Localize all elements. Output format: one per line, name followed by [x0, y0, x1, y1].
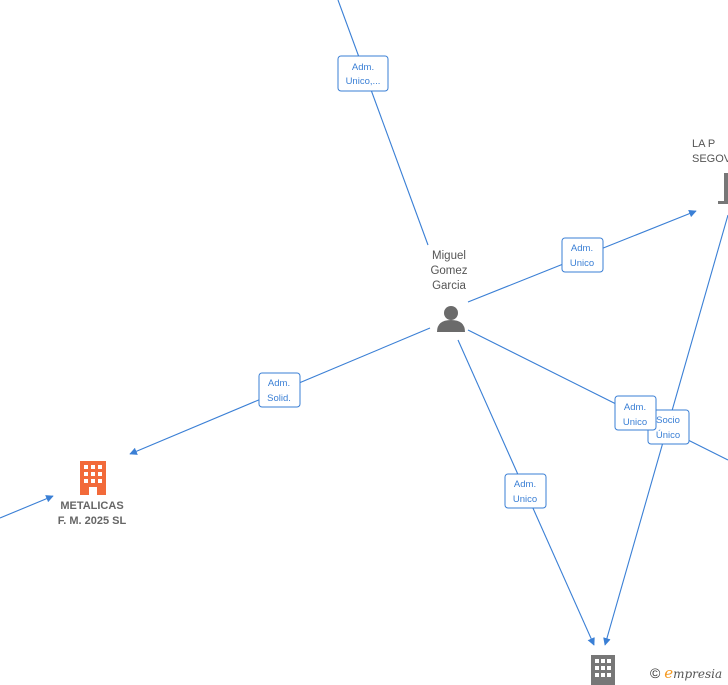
svg-text:Solid.: Solid. [267, 393, 291, 404]
edge-label-right: Adm. Unico [561, 237, 604, 273]
svg-text:Unico: Unico [570, 258, 594, 269]
copyright-symbol: © [650, 665, 661, 681]
building-icon[interactable] [718, 173, 728, 204]
person-icon[interactable] [437, 306, 465, 332]
svg-text:Adm.: Adm. [352, 62, 374, 73]
svg-text:Adm.: Adm. [571, 243, 593, 254]
person-name[interactable]: Miguel Gomez Garcia [430, 250, 468, 292]
building-icon[interactable] [591, 655, 615, 685]
svg-text:Adm.: Adm. [514, 479, 536, 490]
watermark: © empresia [650, 664, 722, 682]
company-name-top-right[interactable]: LA P SEGOV [692, 138, 728, 165]
edge-top [337, 0, 429, 246]
svg-text:Socio: Socio [656, 415, 680, 426]
edge-label-left: Adm. Solid. [258, 372, 301, 408]
svg-text:Unico: Unico [623, 417, 647, 428]
svg-text:Único: Único [656, 430, 680, 441]
company-name-metalicas[interactable]: METALICAS F. M. 2025 SL [57, 500, 127, 527]
svg-text:Unico,...: Unico,... [346, 76, 381, 87]
svg-text:Adm.: Adm. [268, 378, 290, 389]
edge-left-into-metalicas [0, 495, 54, 519]
edge-label-bottom: Adm. Unico [504, 473, 547, 509]
brand-logo: empresia [664, 664, 723, 682]
edge-label-lower-right-a: Adm. Unico [614, 395, 657, 431]
edge-label-top: Adm. Unico,... [337, 55, 389, 92]
building-icon[interactable] [80, 461, 106, 495]
svg-text:Unico: Unico [513, 494, 537, 505]
svg-text:Adm.: Adm. [624, 402, 646, 413]
